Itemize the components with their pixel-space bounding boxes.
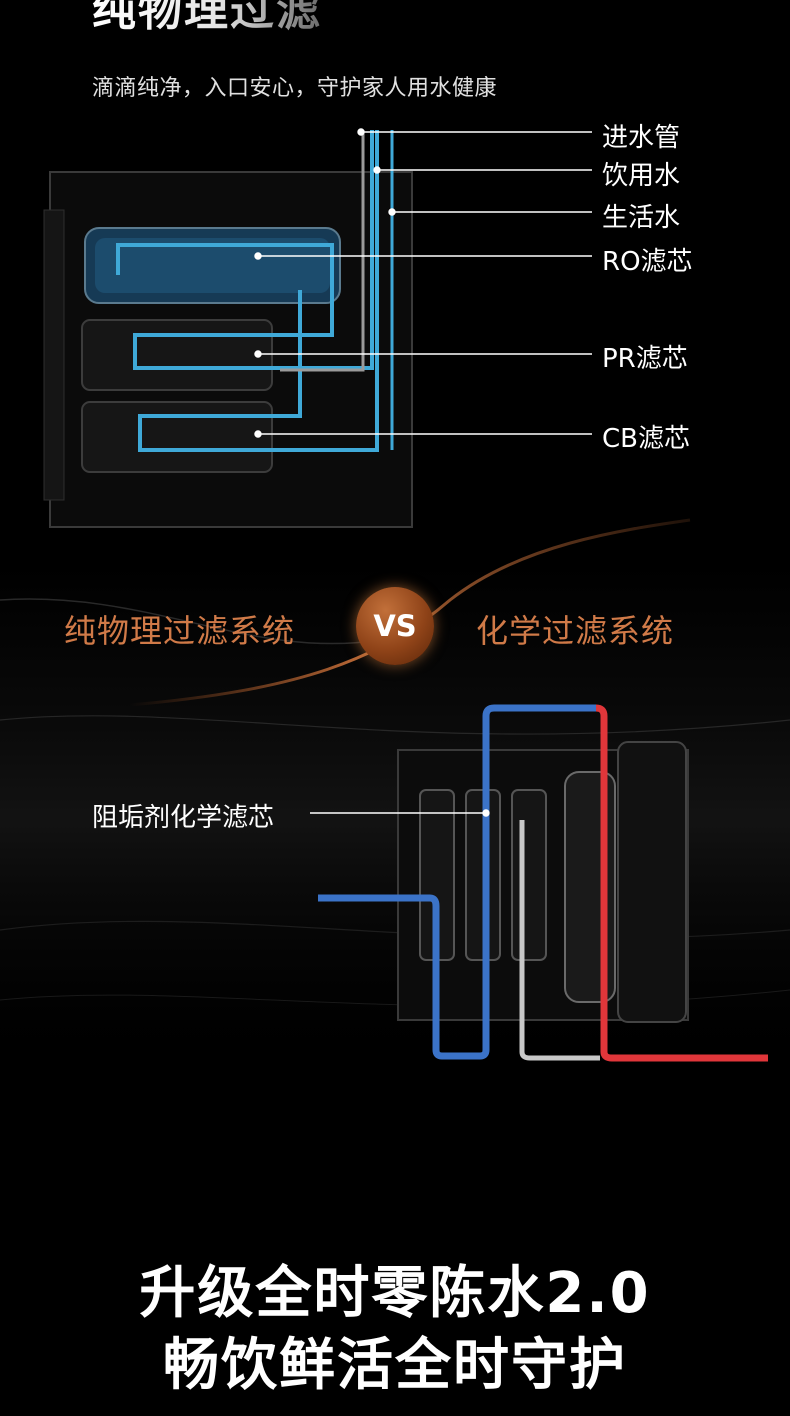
label-domestic-water: 生活水 [602,203,681,233]
label-inlet-pipe: 进水管 [602,123,681,153]
cb-cartridge [81,401,273,473]
vs-badge: VS [356,587,434,665]
comparison-right: 化学过滤系统 [476,612,675,650]
footer-tagline: 畅饮鲜活全时守护 [163,1333,627,1398]
pr-cartridge [81,319,273,391]
label-ro-filter: RO滤芯 [602,247,693,277]
page-subtitle: 滴滴纯净，入口安心，守护家人用水健康 [92,76,498,101]
page-title: 纯物理过滤 [92,0,322,38]
comparison-left: 纯物理过滤系统 [64,612,296,650]
cartridge-3 [511,789,547,961]
label-cb-filter: CB滤芯 [602,424,690,454]
pure-filter-diagram [43,128,592,528]
label-drinking-water: 饮用水 [602,161,681,191]
label-scale-inhibitor-filter: 阻垢剂化学滤芯 [92,803,275,833]
footer-headline: 升级全时零陈水2.0 [139,1261,651,1326]
chemical-filter-diagram [310,704,768,1062]
label-pr-filter: PR滤芯 [602,344,688,374]
